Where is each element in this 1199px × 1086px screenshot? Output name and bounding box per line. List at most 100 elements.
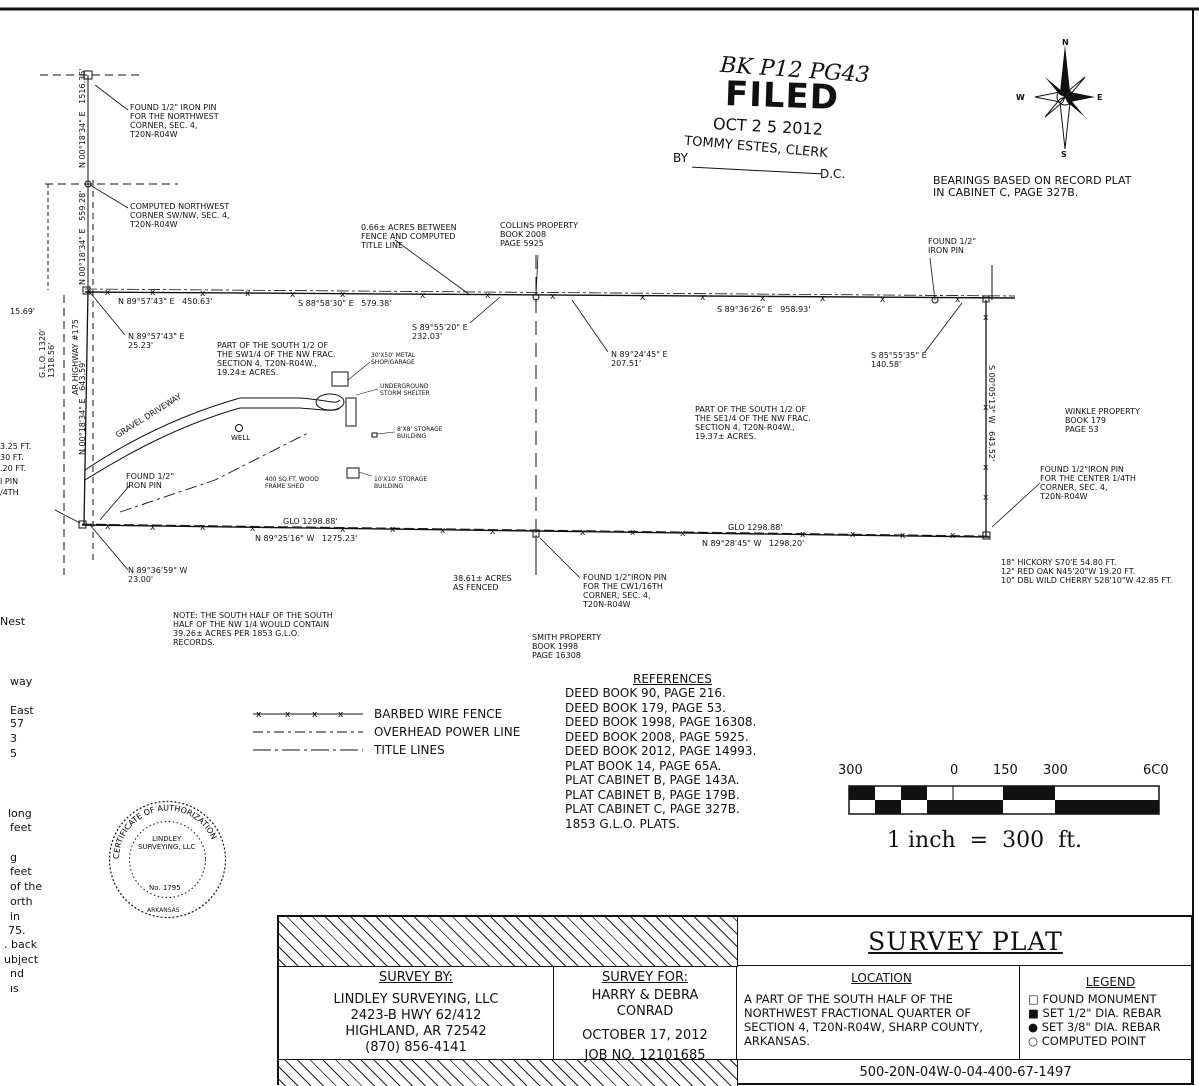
left-frag-13: g — [10, 851, 17, 864]
svg-text:x: x — [983, 313, 989, 323]
svg-text:x: x — [150, 523, 156, 533]
survey-date: OCTOBER 17, 2012 — [582, 1028, 708, 1043]
svg-text:x: x — [950, 531, 956, 541]
filed-dc: D.C. — [820, 167, 846, 181]
found-pin-ne-label: FOUND 1/2" IRON PIN — [928, 237, 976, 255]
legend-item: ○ COMPUTED POINT — [1028, 1034, 1146, 1048]
left-frag-17: in — [10, 910, 21, 923]
legend-cell: LEGEND □ FOUND MONUMENT■ SET 1/2" DIA. R… — [1020, 966, 1193, 1059]
reference-item: DEED BOOK 2012, PAGE 14993. — [565, 744, 757, 758]
left-frag-15: of the — [10, 880, 43, 893]
bearing-north-4: N 89°24'45" E 207.51' — [611, 350, 668, 368]
well-label: WELL — [231, 434, 251, 442]
location-cell: LOCATION A PART OF THE SOUTH HALF OF THE… — [738, 966, 1020, 1059]
svg-text:x: x — [105, 522, 111, 532]
svg-text:x: x — [800, 530, 806, 540]
bearing-west-upper: N 00°18'34" E 1516.36' — [78, 68, 87, 168]
left-frag-9: 3 — [10, 732, 17, 745]
svg-text:x: x — [490, 527, 496, 537]
west-tract-label: PART OF THE SOUTH 1/2 OF THE SW1/4 OF TH… — [217, 341, 336, 377]
svg-text:x: x — [256, 710, 262, 720]
scale-tick-150: 150 — [993, 763, 1018, 778]
storage-8x8-label: 8'X8' STORAGE BUILDING — [397, 426, 443, 440]
parcel-number: 500-20N-04W-0-04-400-67-1497 — [738, 1059, 1193, 1085]
left-frag-11: long — [8, 807, 32, 820]
bearing-west-low: N 00°18'34" E 643.59' — [78, 360, 87, 455]
left-frag-7: East — [10, 704, 34, 717]
title-hatch-bottom — [279, 1059, 738, 1086]
survey-by-cell: SURVEY BY: LINDLEY SURVEYING, LLC 2423-B… — [279, 966, 554, 1059]
storm-shelter-label: UNDERGROUND STORM SHELTER — [380, 383, 430, 397]
survey-plat-title: SURVEY PLAT — [738, 917, 1193, 966]
svg-text:x: x — [245, 289, 251, 299]
left-frag-1: 30 FT. — [0, 453, 24, 462]
svg-text:x: x — [680, 529, 686, 539]
left-frag-20: ubject — [4, 953, 39, 966]
bearing-north-1: N 89°57'43" E 450.63' — [118, 297, 213, 306]
scale-tick-600: 6C0 — [1143, 763, 1169, 778]
bearing-sw-short: N 89°36'59" W 23.00' — [128, 566, 188, 584]
compass-rose — [1034, 45, 1095, 150]
left-frag-22: ıs — [10, 982, 19, 995]
reference-item: DEED BOOK 179, PAGE 53. — [565, 700, 726, 715]
filed-by: BY — [673, 151, 688, 165]
left-frag-21: nd — [10, 967, 24, 980]
svg-text:x: x — [290, 290, 296, 300]
bearing-nw-short: N 89°57'43" E 25.23' — [128, 332, 185, 350]
collins-property-label: COLLINS PROPERTY BOOK 2008 PAGE 5925 — [500, 221, 579, 248]
certificate-seal: CERTIFICATE OF AUTHORIZATION — [108, 800, 227, 919]
svg-text:x: x — [485, 291, 491, 301]
left-frag-16: orth — [10, 895, 33, 908]
left-frag-0: 3.25 FT. — [0, 442, 32, 451]
svg-text:x: x — [312, 710, 318, 720]
east-tract-label: PART OF THE SOUTH 1/2 OF THE SE1/4 OF TH… — [695, 405, 811, 441]
svg-text:x: x — [390, 525, 396, 535]
reference-item: PLAT CABINET C, PAGE 327B. — [565, 802, 740, 816]
svg-text:x: x — [955, 295, 961, 305]
left-frag-5: Nest — [0, 615, 26, 628]
left-frag-12: feet — [10, 821, 32, 834]
survey-for-text: HARRY & DEBRA CONRAD — [591, 988, 699, 1019]
glo-1320-label: G.L.O. 1320' 1318.56' — [38, 328, 56, 378]
bearing-north-5: S 89°36'26" E 958.93' — [717, 305, 811, 314]
reference-item: DEED BOOK 90, PAGE 216. — [565, 686, 726, 700]
metal-shop-label: 30'X50' METAL SHOP/GARAGE — [371, 352, 416, 366]
svg-text:x: x — [900, 531, 906, 541]
svg-text:x: x — [340, 290, 346, 300]
legend-item: ● SET 3/8" DIA. REBAR — [1028, 1020, 1161, 1034]
svg-text:x: x — [640, 293, 646, 303]
scale-bar — [848, 785, 1160, 815]
legend-fence-label: BARBED WIRE FENCE — [374, 707, 503, 721]
job-number: JOB NO. 12101685 — [584, 1048, 706, 1063]
svg-text:x: x — [983, 463, 989, 473]
bearing-south-1: N 89°25'16" W 1275.23' — [255, 534, 358, 543]
svg-text:x: x — [200, 523, 206, 533]
legend-item: □ FOUND MONUMENT — [1028, 992, 1157, 1006]
svg-text:x: x — [820, 294, 826, 304]
scale-tick-0: 0 — [950, 763, 959, 778]
svg-text:x: x — [850, 530, 856, 540]
reference-item: DEED BOOK 2008, PAGE 5925. — [565, 729, 749, 744]
location-text: A PART OF THE SOUTH HALF OF THE NORTHWES… — [744, 992, 983, 1048]
survey-for-head: SURVEY FOR: — [602, 970, 688, 985]
references-list: DEED BOOK 90, PAGE 216.DEED BOOK 179, PA… — [565, 686, 756, 831]
seal-name: LINDLEY SURVEYING, LLC — [138, 835, 196, 851]
survey-by-head: SURVEY BY: — [378, 970, 454, 985]
reference-item: PLAT CABINET B, PAGE 179B. — [565, 787, 740, 802]
center-pin-label: FOUND 1/2"IRON PIN FOR THE CENTER 1/4TH … — [1040, 465, 1136, 501]
svg-text:x: x — [440, 526, 446, 536]
svg-text:x: x — [285, 710, 291, 720]
bearing-east-side: S 00°05'13" W 643.52' — [987, 365, 996, 462]
left-frag-2: .20 FT. — [0, 464, 27, 473]
winkle-property-label: WINKLE PROPERTY BOOK 179 PAGE 53 — [1065, 407, 1140, 434]
bearing-south-2-glo: GLO 1298.88' — [728, 523, 783, 532]
reference-item: PLAT BOOK 14, PAGE 65A. — [565, 758, 722, 773]
filed-stamp: FILED — [724, 74, 840, 118]
acres-fenced-label: 38.61± ACRES AS FENCED — [453, 574, 512, 592]
cw16-pin-label: FOUND 1/2"IRON PIN FOR THE CW1/16TH CORN… — [583, 573, 667, 609]
title-block: SURVEY PLAT SURVEY BY: LINDLEY SURVEYING… — [277, 915, 1193, 1086]
